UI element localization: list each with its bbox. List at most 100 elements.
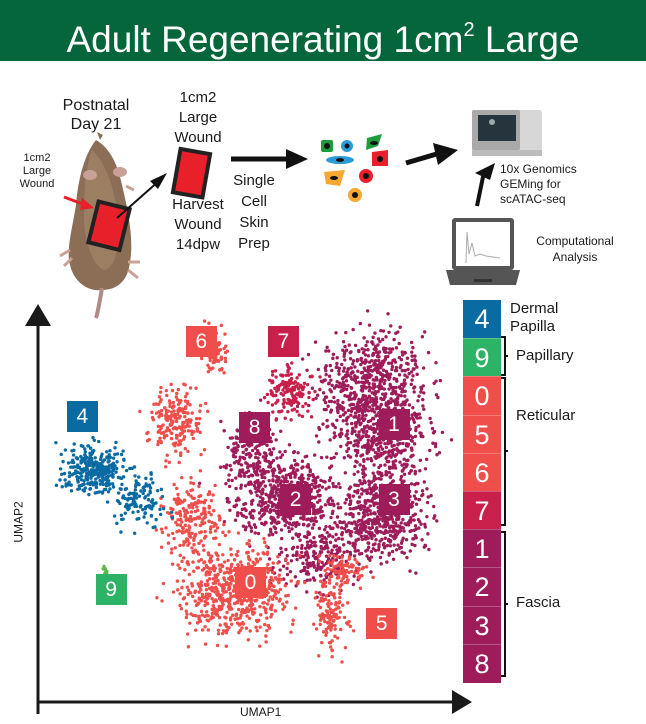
scatter-point-cluster-3 bbox=[366, 541, 370, 545]
scatter-point-cluster-0 bbox=[188, 591, 193, 595]
x-axis-label: UMAP1 bbox=[240, 705, 282, 719]
scatter-point-cluster-5 bbox=[345, 580, 349, 585]
scatter-point-cluster-2 bbox=[274, 530, 278, 535]
scatter-point-cluster-1 bbox=[353, 464, 357, 469]
scatter-point-cluster-4 bbox=[133, 474, 137, 478]
scatter-point-cluster-4 bbox=[105, 500, 110, 504]
scatter-point-cluster-8 bbox=[242, 456, 247, 460]
scatter-point-cluster-2 bbox=[311, 576, 316, 580]
scatter-point-cluster-1 bbox=[357, 430, 361, 434]
scatter-point-cluster-1 bbox=[394, 368, 399, 373]
scatter-point-cluster-1 bbox=[371, 448, 375, 452]
scatter-point-cluster-1 bbox=[366, 438, 371, 443]
scatter-point-cluster-4 bbox=[69, 483, 73, 487]
scatter-point-cluster-1 bbox=[369, 480, 374, 484]
scatter-point-cluster-3 bbox=[368, 558, 372, 562]
scatter-point-cluster-2 bbox=[227, 484, 232, 489]
scatter-point-cluster-1 bbox=[387, 351, 391, 355]
scatter-point-cluster-4 bbox=[108, 487, 112, 491]
scatter-point-cluster-1 bbox=[352, 378, 356, 382]
scatter-point-cluster-1 bbox=[380, 337, 385, 342]
scatter-point-cluster-5 bbox=[314, 627, 319, 631]
scatter-point-cluster-5 bbox=[340, 660, 344, 664]
scatter-point-cluster-2 bbox=[283, 523, 287, 528]
scatter-point-cluster-6 bbox=[175, 427, 179, 431]
scatter-point-cluster-0 bbox=[159, 527, 164, 531]
scatter-point-cluster-0 bbox=[234, 612, 239, 617]
scatter-point-cluster-3 bbox=[353, 483, 357, 487]
scatter-point-cluster-1 bbox=[407, 371, 411, 376]
scatter-point-cluster-0 bbox=[237, 623, 242, 627]
scatter-point-cluster-3 bbox=[378, 539, 382, 543]
scatter-point-cluster-3 bbox=[352, 554, 357, 558]
scatter-point-cluster-1 bbox=[396, 442, 400, 446]
legend-group-fascia: Fascia bbox=[516, 594, 561, 611]
scatter-point-cluster-3 bbox=[355, 491, 360, 495]
scatter-point-cluster-7 bbox=[286, 368, 290, 373]
scatter-point-cluster-1 bbox=[337, 372, 341, 376]
scatter-point-cluster-0 bbox=[262, 601, 266, 605]
scatter-point-cluster-4 bbox=[62, 471, 67, 476]
scatter-point-cluster-2 bbox=[313, 516, 317, 520]
scatter-point-cluster-0 bbox=[193, 599, 197, 603]
scatter-point-cluster-1 bbox=[326, 404, 330, 408]
scatter-point-cluster-6 bbox=[202, 448, 207, 452]
scatter-point-cluster-3 bbox=[388, 533, 393, 538]
scatter-point-cluster-0 bbox=[272, 594, 276, 599]
scatter-point-cluster-0 bbox=[229, 547, 233, 551]
scatter-point-cluster-6 bbox=[150, 410, 154, 415]
scatter-point-cluster-1 bbox=[350, 370, 355, 374]
scatter-point-cluster-0 bbox=[180, 530, 184, 534]
scatter-point-cluster-7 bbox=[282, 405, 286, 409]
scatter-point-cluster-1 bbox=[383, 378, 387, 383]
scatter-point-cluster-2 bbox=[312, 565, 317, 569]
scatter-point-cluster-2 bbox=[275, 491, 279, 495]
scatter-point-cluster-2 bbox=[283, 449, 287, 454]
scatter-point-cluster-1 bbox=[390, 367, 394, 372]
scatter-point-cluster-2 bbox=[256, 503, 261, 507]
scatter-point-cluster-2 bbox=[273, 518, 277, 522]
scatter-point-cluster-1 bbox=[330, 368, 334, 373]
scatter-point-cluster-1 bbox=[409, 370, 414, 374]
scatter-point-cluster-3 bbox=[413, 512, 417, 516]
scatter-point-cluster-3 bbox=[367, 483, 371, 487]
scatter-point-cluster-6 bbox=[188, 386, 193, 390]
scatter-point-cluster-6 bbox=[174, 419, 179, 424]
scatter-point-cluster-6 bbox=[170, 388, 175, 393]
scatter-point-cluster-0 bbox=[317, 559, 322, 564]
scatter-point-cluster-7 bbox=[273, 393, 278, 398]
scatter-point-cluster-0 bbox=[199, 609, 204, 614]
scatter-point-cluster-1 bbox=[343, 394, 347, 398]
scatter-point-cluster-2 bbox=[296, 534, 301, 539]
scatter-point-cluster-5 bbox=[335, 555, 340, 559]
scatter-point-cluster-1 bbox=[374, 366, 378, 370]
scatter-point-cluster-2 bbox=[334, 532, 338, 537]
scatter-point-cluster-2 bbox=[254, 490, 258, 494]
title-banner: Adult Regenerating 1cm2 Large bbox=[0, 0, 646, 61]
scatter-point-cluster-2 bbox=[342, 550, 346, 554]
scatter-point-cluster-1 bbox=[387, 459, 391, 464]
scatter-point-cluster-3 bbox=[342, 527, 347, 531]
scatter-point-cluster-4 bbox=[141, 491, 145, 496]
scatter-point-cluster-3 bbox=[419, 508, 423, 513]
scatter-point-cluster-3 bbox=[407, 471, 412, 475]
label-line: Dermal bbox=[510, 300, 559, 317]
scatter-point-cluster-1 bbox=[369, 457, 373, 461]
scatter-point-cluster-0 bbox=[224, 622, 228, 626]
scatter-point-cluster-0 bbox=[273, 609, 278, 613]
scatter-point-cluster-1 bbox=[413, 359, 418, 363]
scatter-point-cluster-3 bbox=[401, 526, 405, 530]
scatter-point-cluster-1 bbox=[403, 394, 407, 398]
scatter-point-cluster-1 bbox=[343, 358, 347, 362]
scatter-point-cluster-1 bbox=[330, 383, 334, 388]
scatter-point-cluster-4 bbox=[93, 491, 97, 495]
scatter-point-cluster-0 bbox=[258, 644, 262, 648]
scatter-point-cluster-5 bbox=[329, 625, 334, 629]
scatter-point-cluster-4 bbox=[123, 496, 127, 501]
scatter-point-cluster-6 bbox=[174, 436, 179, 440]
scatter-point-cluster-6 bbox=[169, 410, 174, 414]
scatter-point-cluster-3 bbox=[423, 522, 427, 527]
scatter-point-cluster-5 bbox=[343, 645, 348, 650]
scatter-point-cluster-2 bbox=[307, 546, 311, 550]
scatter-point-cluster-0 bbox=[205, 579, 210, 583]
